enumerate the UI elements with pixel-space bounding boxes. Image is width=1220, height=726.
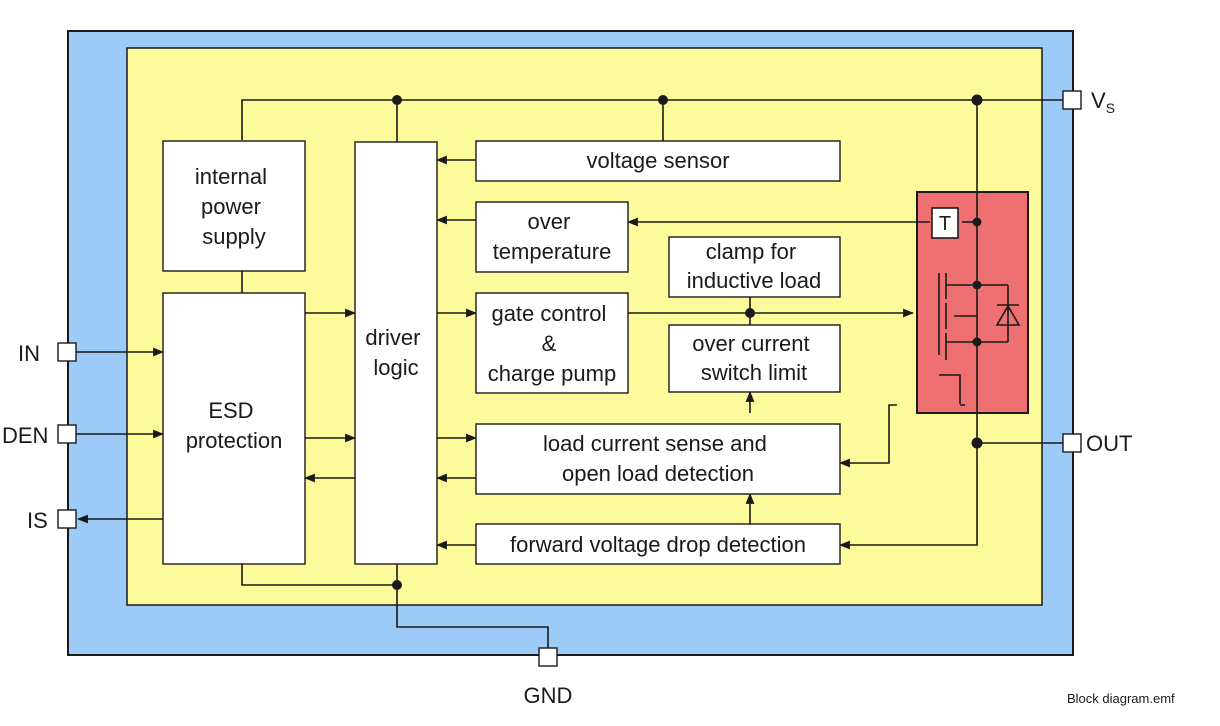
caption: Block diagram.emf xyxy=(1067,691,1175,706)
pin-gnd-label: GND xyxy=(524,683,573,708)
driver-logic-label: driver logic xyxy=(365,325,426,380)
pin-vs-label: VS xyxy=(1091,88,1115,116)
pin-den-label: DEN xyxy=(2,423,48,448)
over-current-block: over current switch limit xyxy=(668,324,841,393)
diode-icon xyxy=(995,304,1021,326)
voltage-sensor-label: voltage sensor xyxy=(586,148,729,173)
wires xyxy=(76,99,1063,648)
over-temperature-block: over temperature xyxy=(475,201,629,273)
over-current-label: over current switch limit xyxy=(692,331,816,385)
esd-protection-label: ESD protection xyxy=(186,398,283,453)
pin-is-label: IS xyxy=(27,508,48,533)
pin-vs xyxy=(1062,90,1082,110)
driver-logic-block: driver logic xyxy=(354,141,438,565)
pin-in-label: IN xyxy=(18,341,40,366)
clamp-block: clamp for inductive load xyxy=(668,236,841,298)
pin-den xyxy=(57,424,77,444)
gate-control-label: gate control & charge pump xyxy=(488,301,616,386)
pin-out xyxy=(1062,433,1082,453)
esd-protection-block: ESD protection xyxy=(162,292,306,565)
temp-sensor: T xyxy=(931,207,959,239)
internal-power-supply-label: internal power supply xyxy=(195,164,273,249)
clamp-label: clamp for inductive load xyxy=(687,239,822,293)
junction-dots xyxy=(392,94,983,590)
pin-out-label: OUT xyxy=(1086,431,1132,456)
pin-is xyxy=(57,509,77,529)
gate-control-block: gate control & charge pump xyxy=(475,292,629,394)
pin-in xyxy=(57,342,77,362)
over-temperature-label: over temperature xyxy=(493,209,612,264)
forward-voltage-drop-label: forward voltage drop detection xyxy=(510,532,806,557)
pins xyxy=(57,90,1082,667)
load-current-sense-block: load current sense and open load detecti… xyxy=(475,423,841,495)
load-current-sense-label: load current sense and open load detecti… xyxy=(543,431,773,486)
voltage-sensor-block: voltage sensor xyxy=(475,140,841,182)
forward-voltage-drop-block: forward voltage drop detection xyxy=(475,523,841,565)
pin-gnd xyxy=(538,647,558,667)
internal-power-supply-block: internal power supply xyxy=(162,140,306,272)
temp-sensor-label: T xyxy=(939,213,951,235)
